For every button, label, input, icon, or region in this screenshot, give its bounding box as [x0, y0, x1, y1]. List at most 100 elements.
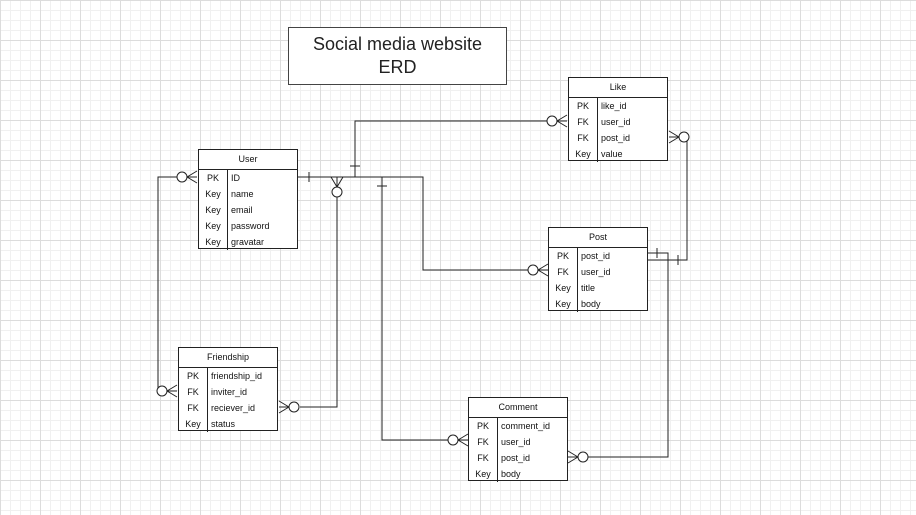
attribute-name: value — [601, 149, 623, 159]
attribute-name: user_id — [581, 267, 611, 277]
attribute-name: post_id — [501, 453, 531, 463]
crows-foot — [331, 177, 343, 187]
entity-title: Post — [549, 228, 647, 248]
entity-title: Like — [569, 78, 667, 98]
attribute-name: status — [211, 419, 236, 429]
crows-foot — [669, 131, 679, 143]
optional-circle — [678, 131, 690, 143]
crows-foot — [187, 171, 197, 183]
attribute-name: password — [231, 221, 270, 231]
attribute-name: body — [581, 299, 601, 309]
attribute-name: like_id — [601, 101, 627, 111]
attribute-name: comment_id — [501, 421, 551, 431]
attribute-name: title — [581, 283, 596, 293]
optional-circle — [288, 401, 300, 413]
relation-post-comment — [588, 253, 668, 457]
diagram-subtitle: ERD — [378, 57, 417, 77]
relation-user-comment — [382, 177, 450, 440]
key-type: Key — [179, 416, 208, 432]
optional-circle — [156, 385, 168, 397]
key-type: Key — [469, 466, 498, 482]
optional-circle — [546, 115, 558, 127]
attribute-name: user_id — [601, 117, 631, 127]
crows-foot — [568, 451, 578, 463]
key-type: FK — [469, 434, 498, 450]
key-type: Key — [549, 296, 578, 312]
entity-title: Friendship — [179, 348, 277, 368]
attribute-name: post_id — [601, 133, 631, 143]
optional-circle — [577, 451, 589, 463]
key-type: FK — [179, 384, 208, 400]
crows-foot — [167, 385, 177, 397]
key-type: PK — [469, 418, 498, 434]
attribute-name: ID — [231, 173, 240, 183]
optional-circle — [331, 186, 343, 198]
attribute-name: post_id — [581, 251, 611, 261]
attribute-name: gravatar — [231, 237, 265, 247]
key-type: FK — [179, 400, 208, 416]
attribute-name: reciever_id — [211, 403, 256, 413]
relation-user-like — [355, 121, 550, 177]
attribute-name: name — [231, 189, 254, 199]
relation-user-friendship-inviter — [158, 177, 180, 391]
entity-title: User — [199, 150, 297, 170]
key-type: FK — [569, 114, 598, 130]
key-type: Key — [569, 146, 598, 162]
key-type: PK — [549, 248, 578, 264]
key-type: FK — [469, 450, 498, 466]
key-type: Key — [549, 280, 578, 296]
key-type: Key — [199, 186, 228, 202]
entity-title: Comment — [469, 398, 567, 418]
crows-foot — [279, 401, 289, 413]
relation-user-post — [298, 177, 530, 270]
crows-foot — [538, 264, 548, 276]
key-type: PK — [569, 98, 598, 114]
key-type: Key — [199, 234, 228, 250]
attribute-name: friendship_id — [211, 371, 263, 381]
key-type: Key — [199, 202, 228, 218]
relation-user-friendship-reciever — [300, 197, 337, 407]
key-type: FK — [549, 264, 578, 280]
optional-circle — [176, 171, 188, 183]
key-type: FK — [569, 130, 598, 146]
crows-foot — [557, 115, 567, 127]
attribute-name: email — [231, 205, 253, 215]
optional-circle — [447, 434, 459, 446]
key-type: PK — [179, 368, 208, 384]
attribute-name: inviter_id — [211, 387, 248, 397]
key-type: Key — [199, 218, 228, 234]
diagram-title-box: Social media website ERD — [288, 27, 507, 85]
crows-foot — [458, 434, 468, 446]
attribute-name: user_id — [501, 437, 531, 447]
attribute-name: body — [501, 469, 521, 479]
key-type: PK — [199, 170, 228, 186]
optional-circle — [527, 264, 539, 276]
